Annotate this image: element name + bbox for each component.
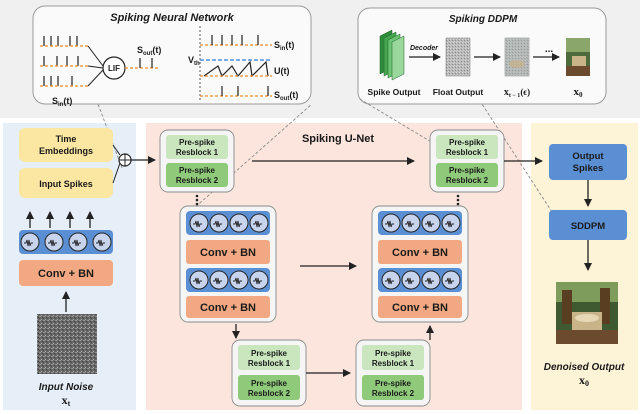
snn-u-label: U(t) bbox=[274, 66, 290, 76]
spike-output-label: Spike Output bbox=[368, 87, 421, 97]
svg-text:Pre-spike: Pre-spike bbox=[251, 349, 288, 358]
unet-resblock-group-topleft: Pre-spike Resblock 1 Pre-spike Resblock … bbox=[159, 129, 235, 193]
svg-text:Resblock 2: Resblock 2 bbox=[248, 389, 291, 398]
x0-image-small bbox=[566, 38, 590, 76]
snn-vth-label: Vth bbox=[188, 55, 200, 67]
svg-text:Conv + BN: Conv + BN bbox=[200, 302, 256, 314]
svg-text:Resblock 1: Resblock 1 bbox=[248, 359, 291, 368]
unet-resblock-group-topright: Pre-spike Resblock 1 Pre-spike Resblock … bbox=[429, 129, 505, 193]
snn-title: Spiking Neural Network bbox=[110, 12, 234, 24]
snn-sin-right: Sin(t) bbox=[274, 40, 294, 52]
unet-title: Spiking U-Net bbox=[302, 133, 374, 145]
snn-sout-right: Sout(t) bbox=[274, 90, 298, 102]
ddpm-ellipsis: ... bbox=[545, 44, 554, 55]
time-embeddings-line2: Embeddings bbox=[39, 146, 93, 156]
xt-1-label: xt − 1(ϵ) bbox=[504, 87, 530, 99]
snn-sout-label: Sout(t) bbox=[137, 45, 161, 57]
input-noise-image bbox=[37, 314, 97, 374]
unet-resblock-group-bottomright: Pre-spike Resblock 1 Pre-spike Resblock … bbox=[355, 339, 431, 407]
output-spikes-box bbox=[549, 144, 627, 180]
time-embeddings-box bbox=[19, 128, 113, 162]
svg-text:Resblock 2: Resblock 2 bbox=[372, 389, 415, 398]
x0-label: x0 bbox=[574, 86, 584, 99]
spike-output-stack bbox=[379, 29, 405, 81]
svg-text:Resblock 2: Resblock 2 bbox=[446, 176, 489, 185]
denoised-output-image bbox=[556, 282, 618, 344]
float-output-label: Float Output bbox=[433, 87, 484, 97]
denoised-symbol: x0 bbox=[579, 373, 589, 388]
dots-topleft bbox=[195, 194, 199, 206]
snn-input-trains bbox=[43, 36, 79, 86]
input-spikes-label: Input Spikes bbox=[39, 179, 93, 189]
svg-text:Pre-spike: Pre-spike bbox=[375, 349, 412, 358]
svg-text:Pre-spike: Pre-spike bbox=[179, 138, 216, 147]
input-column: Time Embeddings Input Spikes bbox=[19, 128, 156, 408]
lif-label: LIF bbox=[108, 64, 120, 73]
svg-text:Pre-spike: Pre-spike bbox=[375, 379, 412, 388]
input-noise-label: Input Noise bbox=[39, 382, 94, 393]
unet-resblock-group-bottomleft: Pre-spike Resblock 1 Pre-spike Resblock … bbox=[231, 339, 307, 407]
output-spikes-line2: Spikes bbox=[573, 163, 604, 174]
ddpm-panel: Spiking DDPM Spike Output Decoder Float … bbox=[357, 7, 607, 105]
decoder-label: Decoder bbox=[410, 45, 439, 52]
svg-text:Pre-spike: Pre-spike bbox=[179, 166, 216, 175]
input-spikes-box bbox=[19, 168, 113, 198]
denoised-label: Denoised Output bbox=[544, 362, 625, 373]
unet-encoder-block: Conv + BN Conv + BN bbox=[179, 205, 277, 323]
svg-text:Pre-spike: Pre-spike bbox=[449, 138, 486, 147]
svg-text:Resblock 1: Resblock 1 bbox=[372, 359, 415, 368]
snn-sin-label: Sin(t) bbox=[52, 96, 72, 108]
svg-text:Conv + BN: Conv + BN bbox=[200, 247, 256, 259]
input-conv-bn-label: Conv + BN bbox=[38, 268, 94, 280]
svg-text:Pre-spike: Pre-spike bbox=[251, 379, 288, 388]
sddpm-box bbox=[549, 210, 627, 240]
svg-text:Resblock 1: Resblock 1 bbox=[446, 148, 489, 157]
svg-text:Resblock 1: Resblock 1 bbox=[176, 148, 219, 157]
input-neuron-row bbox=[19, 230, 113, 254]
ddpm-title: Spiking DDPM bbox=[449, 14, 518, 25]
time-embeddings-line1: Time bbox=[56, 134, 77, 144]
float-output-image bbox=[445, 37, 471, 77]
input-noise-symbol: xt bbox=[62, 393, 71, 408]
dots-topright bbox=[456, 194, 460, 206]
svg-text:Conv + BN: Conv + BN bbox=[392, 302, 448, 314]
output-spikes-line1: Output bbox=[572, 151, 604, 162]
output-column: Output Spikes SDDPM Denoised Output x0 bbox=[544, 144, 627, 388]
sddpm-label: SDDPM bbox=[571, 221, 605, 232]
svg-text:Resblock 2: Resblock 2 bbox=[176, 176, 219, 185]
unet-decoder-block: Conv + BN Conv + BN bbox=[371, 205, 469, 323]
input-neurons bbox=[20, 232, 112, 252]
svg-text:Pre-spike: Pre-spike bbox=[449, 166, 486, 175]
svg-text:Conv + BN: Conv + BN bbox=[392, 247, 448, 259]
snn-output-train bbox=[139, 58, 153, 68]
input-conv-bn-box bbox=[19, 260, 113, 286]
snn-panel: Spiking Neural Network LIF Sin(t) Sout(t… bbox=[32, 5, 312, 108]
